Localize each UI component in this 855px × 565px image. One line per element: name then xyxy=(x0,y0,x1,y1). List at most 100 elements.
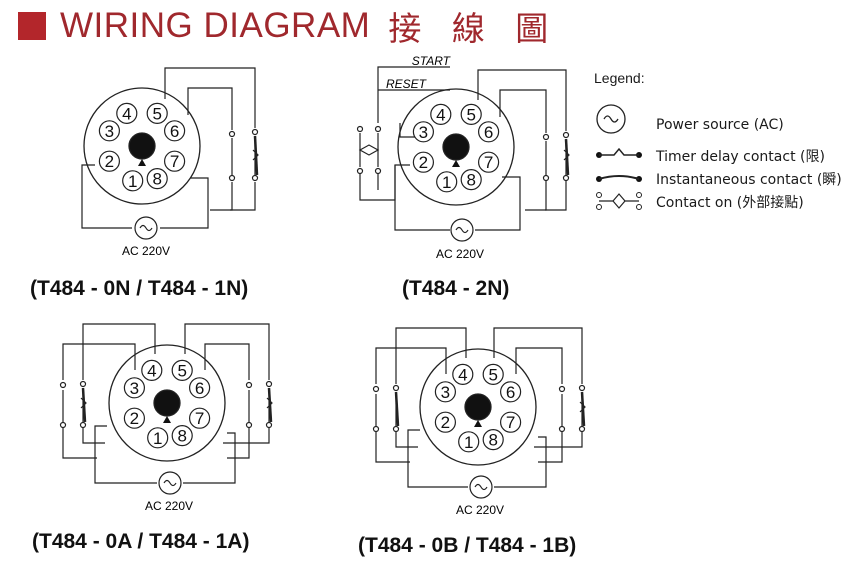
pin-1: 1 xyxy=(458,431,480,453)
pin-5: 5 xyxy=(171,359,193,382)
socket-circle xyxy=(108,344,226,462)
pin-1: 1 xyxy=(122,170,144,192)
wiring-diagram-0a-1a: 12 34 56 78 AC 220V xyxy=(59,323,273,513)
page-title: WIRING DIAGRAM xyxy=(60,6,371,45)
caption-2n: (T484 - 2N) xyxy=(402,277,510,300)
pin-7: 7 xyxy=(189,407,211,429)
legend-item-instantaneous: Instantaneous contact (瞬) xyxy=(594,167,844,191)
legend-label: Instantaneous contact (瞬) xyxy=(656,172,842,188)
pin-7: 7 xyxy=(500,411,522,433)
pin-label: 1 xyxy=(442,173,451,192)
pin-2: 2 xyxy=(434,411,457,433)
pin-label: 2 xyxy=(419,153,428,172)
pin-label: 5 xyxy=(152,104,161,123)
output-contacts xyxy=(372,384,586,433)
pin-6: 6 xyxy=(189,377,211,399)
pin-7: 7 xyxy=(163,150,186,172)
pin-2: 2 xyxy=(412,151,435,173)
pin-label: 4 xyxy=(436,105,445,124)
legend-title: Legend: xyxy=(594,70,645,86)
pin-7: 7 xyxy=(478,151,500,173)
pin-label: 2 xyxy=(441,413,450,432)
power-source-icon xyxy=(596,104,626,134)
contact-on-icon xyxy=(596,192,642,210)
pin-3: 3 xyxy=(434,381,457,403)
timer-delay-contact-icon xyxy=(596,147,642,158)
pin-label: 7 xyxy=(195,409,204,428)
legend-label: Contact on (外部接點) xyxy=(656,195,804,211)
pin-4: 4 xyxy=(452,363,474,386)
pin-label: 1 xyxy=(464,433,473,452)
pin-6: 6 xyxy=(500,381,522,403)
pin-label: 3 xyxy=(419,123,428,142)
page-header: WIRING DIAGRAM 接 線 圖 xyxy=(18,4,558,48)
pin-4: 4 xyxy=(141,359,163,382)
output-contacts xyxy=(542,131,570,182)
pin-4: 4 xyxy=(430,103,452,126)
pin-label: 8 xyxy=(488,431,497,450)
ac-power-source-icon xyxy=(469,475,493,499)
pin-2: 2 xyxy=(98,150,121,172)
supply-label: AC 220V xyxy=(122,244,170,258)
ac-power-source-icon xyxy=(134,216,158,240)
socket-circle xyxy=(83,87,201,205)
pin-8: 8 xyxy=(146,167,168,190)
pin-label: 5 xyxy=(488,365,497,384)
pin-label: 4 xyxy=(122,104,131,123)
ac-power-source-icon xyxy=(158,471,182,495)
pin-label: 1 xyxy=(153,429,162,448)
ac-power-source-icon xyxy=(450,218,474,242)
pin-6: 6 xyxy=(478,121,500,143)
pin-1: 1 xyxy=(147,427,169,449)
pin-8: 8 xyxy=(460,168,482,191)
pin-3: 3 xyxy=(123,377,146,399)
pin-label: 6 xyxy=(170,122,179,141)
wiring-lines xyxy=(62,323,270,484)
socket-pins: 12 34 56 78 xyxy=(98,102,186,192)
legend-label: Timer delay contact (限) xyxy=(656,149,825,165)
pin-label: 5 xyxy=(466,105,475,124)
legend-item-contact-on: Contact on (外部接點) xyxy=(594,190,844,214)
wiring-lines xyxy=(81,67,256,229)
pin-label: 7 xyxy=(484,153,493,172)
caption-0n-1n: (T484 - 0N / T484 - 1N) xyxy=(30,277,249,300)
socket-circle xyxy=(397,88,515,206)
pin-label: 5 xyxy=(177,361,186,380)
supply-label: AC 220V xyxy=(456,503,504,517)
pin-label: 4 xyxy=(147,361,156,380)
pin-label: 3 xyxy=(105,122,114,141)
socket-hub xyxy=(128,132,156,160)
caption-0b-1b: (T484 - 0B / T484 - 1B) xyxy=(358,534,577,557)
caption-0a-1a: (T484 - 0A / T484 - 1A) xyxy=(32,530,250,553)
socket-circle xyxy=(419,348,537,466)
pin-label: 7 xyxy=(170,152,179,171)
socket-pins: 12 34 56 78 xyxy=(412,103,500,193)
supply-label: AC 220V xyxy=(436,247,484,261)
pin-label: 2 xyxy=(105,152,114,171)
header-square-icon xyxy=(18,12,46,40)
pin-8: 8 xyxy=(171,424,193,447)
legend-item-power-source: Power source (AC) xyxy=(594,104,844,138)
pin-3: 3 xyxy=(98,120,121,142)
socket-hub xyxy=(153,389,181,417)
wiring-diagram-0n-1n: 12 34 56 78 AC 220V xyxy=(81,67,259,258)
pin-5: 5 xyxy=(460,103,482,126)
pin-2: 2 xyxy=(123,407,146,429)
start-label: START xyxy=(412,55,452,68)
supply-label: AC 220V xyxy=(145,499,193,513)
pin-label: 8 xyxy=(152,170,161,189)
pin-label: 3 xyxy=(441,383,450,402)
pin-label: 6 xyxy=(484,123,493,142)
pin-label: 3 xyxy=(130,379,139,398)
pin-5: 5 xyxy=(482,363,504,386)
pin-label: 6 xyxy=(195,379,204,398)
start-reset-contacts xyxy=(356,125,382,175)
page-title-cjk: 接 線 圖 xyxy=(388,9,559,48)
pin-5: 5 xyxy=(146,102,168,125)
output-contacts xyxy=(59,380,273,429)
legend-item-timer-delay: Timer delay contact (限) xyxy=(594,144,844,168)
pin-label: 2 xyxy=(130,409,139,428)
pin-3: 3 xyxy=(412,121,435,143)
